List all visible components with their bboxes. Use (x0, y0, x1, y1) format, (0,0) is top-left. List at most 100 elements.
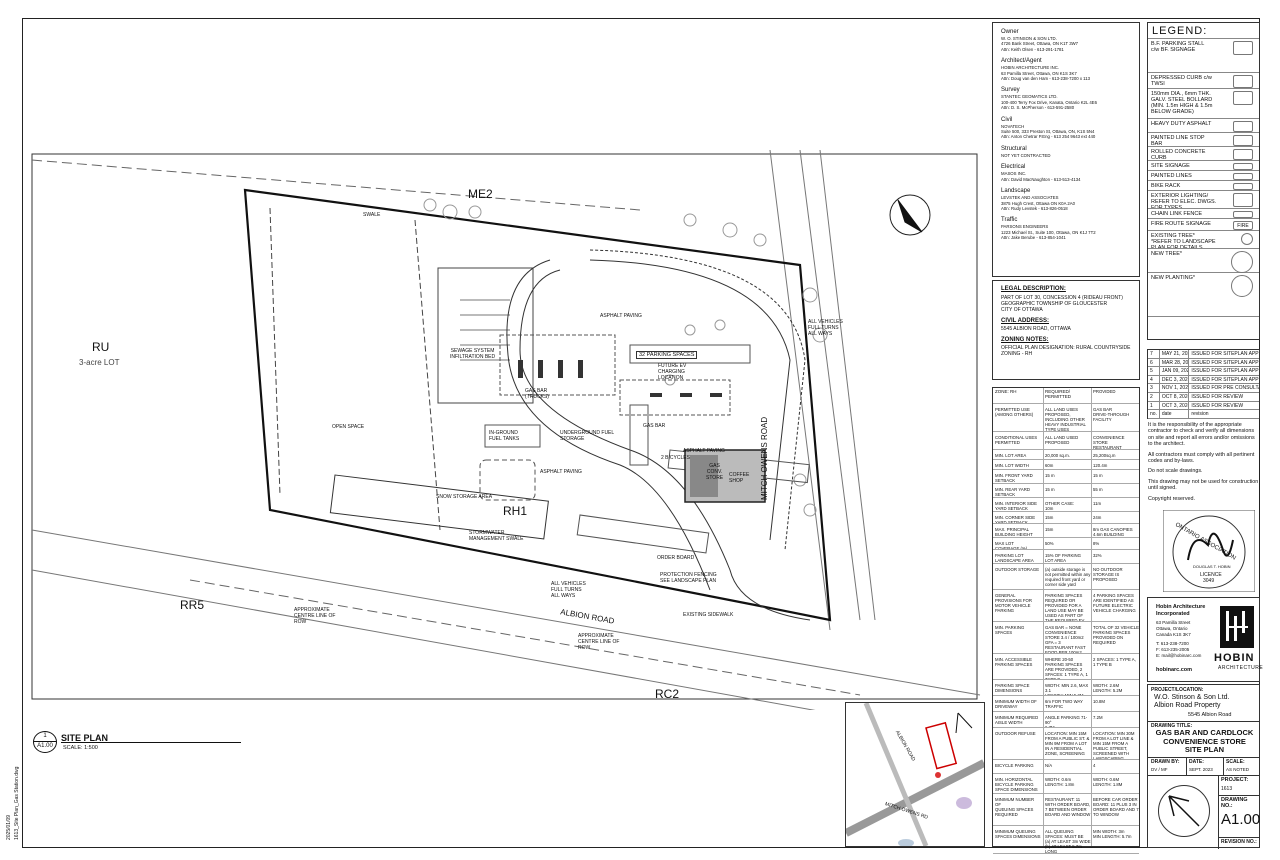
tb-divider-2 (1148, 757, 1259, 758)
zoning-cell: NO OUTDOOR STORAGE IS PROPOSED (1093, 567, 1124, 582)
zoning-cell: 120.4m (1093, 463, 1108, 468)
consultant-line: 3875 Hugh Crest, Ottawa ON K0A 2A0 (1001, 200, 1076, 206)
legend-symbol-icon (1233, 91, 1253, 105)
drawn-by-label: DRAWN BY: (1151, 759, 1180, 765)
zoning-cell: 15 m (1045, 487, 1055, 492)
legend-label: DEPRESSED CURB c/w TWSI (1151, 75, 1212, 87)
legend-symbol-icon (1233, 183, 1253, 190)
tb-divider-3 (1148, 775, 1259, 776)
zoning-cell: PROVIDED (1093, 389, 1116, 394)
title-block: PROJECT/LOCATION: W.O. Stinson & Son Ltd… (1147, 684, 1261, 849)
zoning-note-1: OFFICIAL PLAN DESIGNATION: RURAL COUNTRY… (1001, 345, 1131, 351)
legend-label: 150mm DIA., 6mm THK. GALV. STEEL BOLLARD… (1151, 91, 1213, 115)
consultant-line: 63 Pamilla Street, Ottawa, ON K1S 3K7 (1001, 70, 1077, 76)
legend-label: ROLLED CONCRETE CURB (1151, 149, 1206, 160)
legal-description: LEGAL DESCRIPTION: PART OF LOT 30, CONCE… (992, 280, 1140, 380)
consultant-line: Attn: Doug van den Ham - 613-238-7200 x … (1001, 76, 1091, 82)
view-title-block: 1 A1.00 SITE PLAN SCALE: 1:500 (33, 731, 263, 753)
legend-title: LEGEND: (1148, 23, 1259, 39)
legend-label: PAINTED LINE STOP BAR (1151, 135, 1205, 146)
legend-item: ROLLED CONCRETE CURB (1148, 147, 1259, 161)
scale-value: AS NOTED (1226, 767, 1250, 772)
zoning-cell: 32% (1093, 553, 1102, 558)
zoning-cell: GENERAL PROVISIONS FOR MOTOR VEHICLE PAR… (995, 593, 1033, 613)
zoning-cell: TOTAL OF 32 VEHICLE PARKING SPACES PROVI… (1093, 625, 1139, 645)
consultant-line: Attn: Keith Olsen - 613-291-1781 (1001, 46, 1064, 52)
general-note: Copyright reserved. (1148, 495, 1196, 502)
protection-fence-label: PROTECTION FENCING SEE LANDSCAPE PLAN (660, 572, 717, 584)
legend-item: NEW PLANTING* (1148, 273, 1259, 317)
zoning-cell: REQUIRED/ PERMITTED (1045, 389, 1072, 399)
gas-bar-trucks-label: GAS BAR (TRUCKS) (525, 388, 549, 400)
zoning-cell: CONDITIONAL USES PERMITTED (995, 435, 1038, 445)
open-space-label: OPEN SPACE (332, 424, 365, 430)
legend-item: DEPRESSED CURB c/w TWSI (1148, 73, 1259, 89)
zoning-cell: ZONE: RH (995, 389, 1017, 394)
snow-storage-label: SNOW STORAGE AREA (436, 494, 493, 500)
zoning-cell: ALL QUEUING SPACES: MUST BE (a) AT LEAST… (1045, 829, 1091, 853)
zoning-cell: 24m (1093, 515, 1102, 520)
north-arrow-small-icon (1158, 785, 1210, 837)
firm-contact-line: F: 613-235-2005 (1156, 647, 1190, 652)
zoning-cell: ALL LAND USES PROPOSED, INCLUDING OTHER … (1045, 407, 1086, 431)
legend-label: SITE SIGNAGE (1151, 163, 1190, 169)
drawing-title: GAS BAR AND CARDLOCK CONVENIENCE STORE S… (1155, 728, 1254, 754)
zoning-cell: WIDTH: 2.6M LENGTH: 5.2M (1093, 683, 1123, 693)
legend-item: B.F. PARKING STALL c/w BF. SIGNAGE (1148, 39, 1259, 73)
legend-label: HEAVY DUTY ASPHALT (1151, 121, 1212, 127)
consultant-line: LEVSTEK AND ASSOCIATES (1001, 195, 1059, 201)
ug-storage-label: UNDERGROUND FUEL STORAGE (560, 430, 615, 442)
firm-logo-sub: ARCHITECTURE (1218, 665, 1264, 671)
zoning-row: MINIMUM NUMBER OF QUEUING SPACES REQUIRE… (993, 796, 1139, 826)
revision-cell: MAR 28, 2025 (1161, 358, 1190, 367)
zoning-cell: MINIMUM REQUIRED AISLE WIDTH (995, 715, 1039, 725)
revision-cell: MAY 21, 2025 (1161, 350, 1190, 358)
zoning-row: MAX LOT COVERAGE (%)50%8% (993, 540, 1139, 550)
zoning-cell: MIN. FRONT YARD SETBACK (995, 473, 1033, 483)
consultant-head: Landscape (1001, 188, 1031, 195)
revision-cell: date (1160, 410, 1190, 418)
zoning-cell: 11m (1093, 501, 1102, 506)
zoning-cell: GAS BAR DRIVE-THROUGH FACILITY (1093, 407, 1130, 422)
revision-cell: ISSUED FOR REVIEW (1191, 393, 1244, 400)
zoning-notes-head: ZONING NOTES: (1001, 337, 1049, 343)
revision-cell: JAN 09, 2025 (1161, 367, 1190, 375)
legal-head: LEGAL DESCRIPTION: (1001, 286, 1066, 292)
firm-contact-line: T: 613-238-7200 (1156, 641, 1189, 646)
view-number-bubble: 1 A1.00 (33, 731, 57, 753)
zoning-cell: MINIMUM NUMBER OF QUEUING SPACES REQUIRE… (995, 797, 1035, 817)
zoning-cell: 25,200sq.m (1093, 453, 1116, 458)
zoning-cell: MIN. CORNER SIDE YARD SETBACK (995, 515, 1036, 523)
approx-centre-2: APPROXIMATE CENTRE LINE OF ROW (294, 607, 336, 625)
legend-symbol-icon (1233, 135, 1253, 146)
revision-cell: ISSUED FOR SITEPLAN APPLICATION (1191, 351, 1259, 357)
revision-cell: no. (1148, 410, 1160, 418)
legend-item: PAINTED LINES (1148, 171, 1259, 181)
zoning-cell: 15% OF PARKING LOT AREA (1045, 553, 1081, 563)
zoning-cell: MIN. LOT WIDTH (995, 463, 1029, 468)
revision-cell: OCT 8, 2024 (1161, 392, 1190, 401)
legend-item: SITE SIGNAGE (1148, 161, 1259, 171)
zoning-cell: 55 m (1093, 487, 1103, 492)
zone-ru-sub: 3-acre LOT (79, 358, 120, 367)
all-vehicles-top-label: ALL VEHICLES FULL TURNS ALL WAYS (808, 319, 843, 337)
consultant-line: NOVATECH (1001, 123, 1025, 129)
zoning-cell: 4 PARKING SPACES ARE IDENTIFIED AS FUTUR… (1093, 593, 1136, 613)
date-label: DATE: (1189, 759, 1204, 765)
legend-symbol-icon (1233, 121, 1253, 132)
zoning-cell: MIN. HORIZONTAL BICYCLE PARKING SPACE DI… (995, 777, 1038, 792)
revision-cell: 7 (1148, 350, 1160, 358)
firm-contact-line: 63 Pamilla Street (1156, 620, 1191, 625)
tb-v1 (1186, 757, 1187, 775)
zoning-cell: OTHER CASE: 10m (1045, 501, 1075, 511)
drawing-no: A1.00 (1221, 811, 1261, 828)
zoning-cell: GAS BAR = NONE CONVENIENCE STORE 3.4 / 1… (1045, 625, 1086, 653)
